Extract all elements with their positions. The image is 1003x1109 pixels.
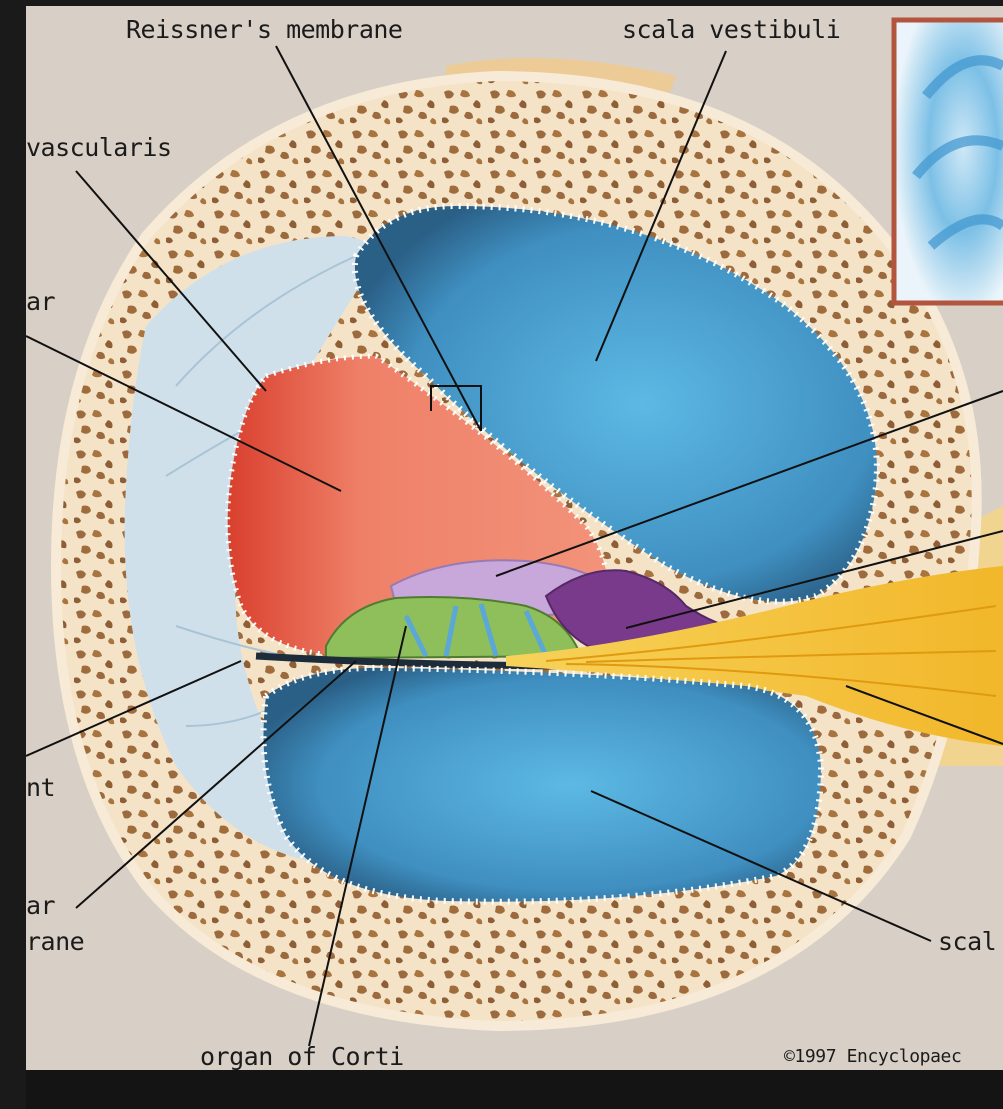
label-spiral-ligament: nt (26, 773, 55, 802)
label-cochlear-duct: ar (26, 287, 56, 316)
bottom-bar (26, 1070, 1003, 1109)
label-basilar-membrane-2: rane (26, 927, 84, 956)
copyright-notice: ©1997 Encyclopaec (784, 1046, 961, 1067)
label-scala-tympani: scal (938, 927, 996, 956)
label-organ-of-corti: organ of Corti (200, 1042, 404, 1070)
label-reissners-membrane: Reissner's membrane (126, 15, 402, 44)
scala-tympani (264, 668, 822, 902)
cochlea-cross-section: Reissner's membrane scala vestibuli vasc… (26, 6, 1003, 1070)
cochlea-diagram: Reissner's membrane scala vestibuli vasc… (26, 6, 1003, 1070)
label-stria-vascularis: vascularis (26, 133, 172, 162)
label-basilar-membrane-1: ar (26, 891, 56, 920)
label-scala-vestibuli: scala vestibuli (622, 15, 840, 44)
